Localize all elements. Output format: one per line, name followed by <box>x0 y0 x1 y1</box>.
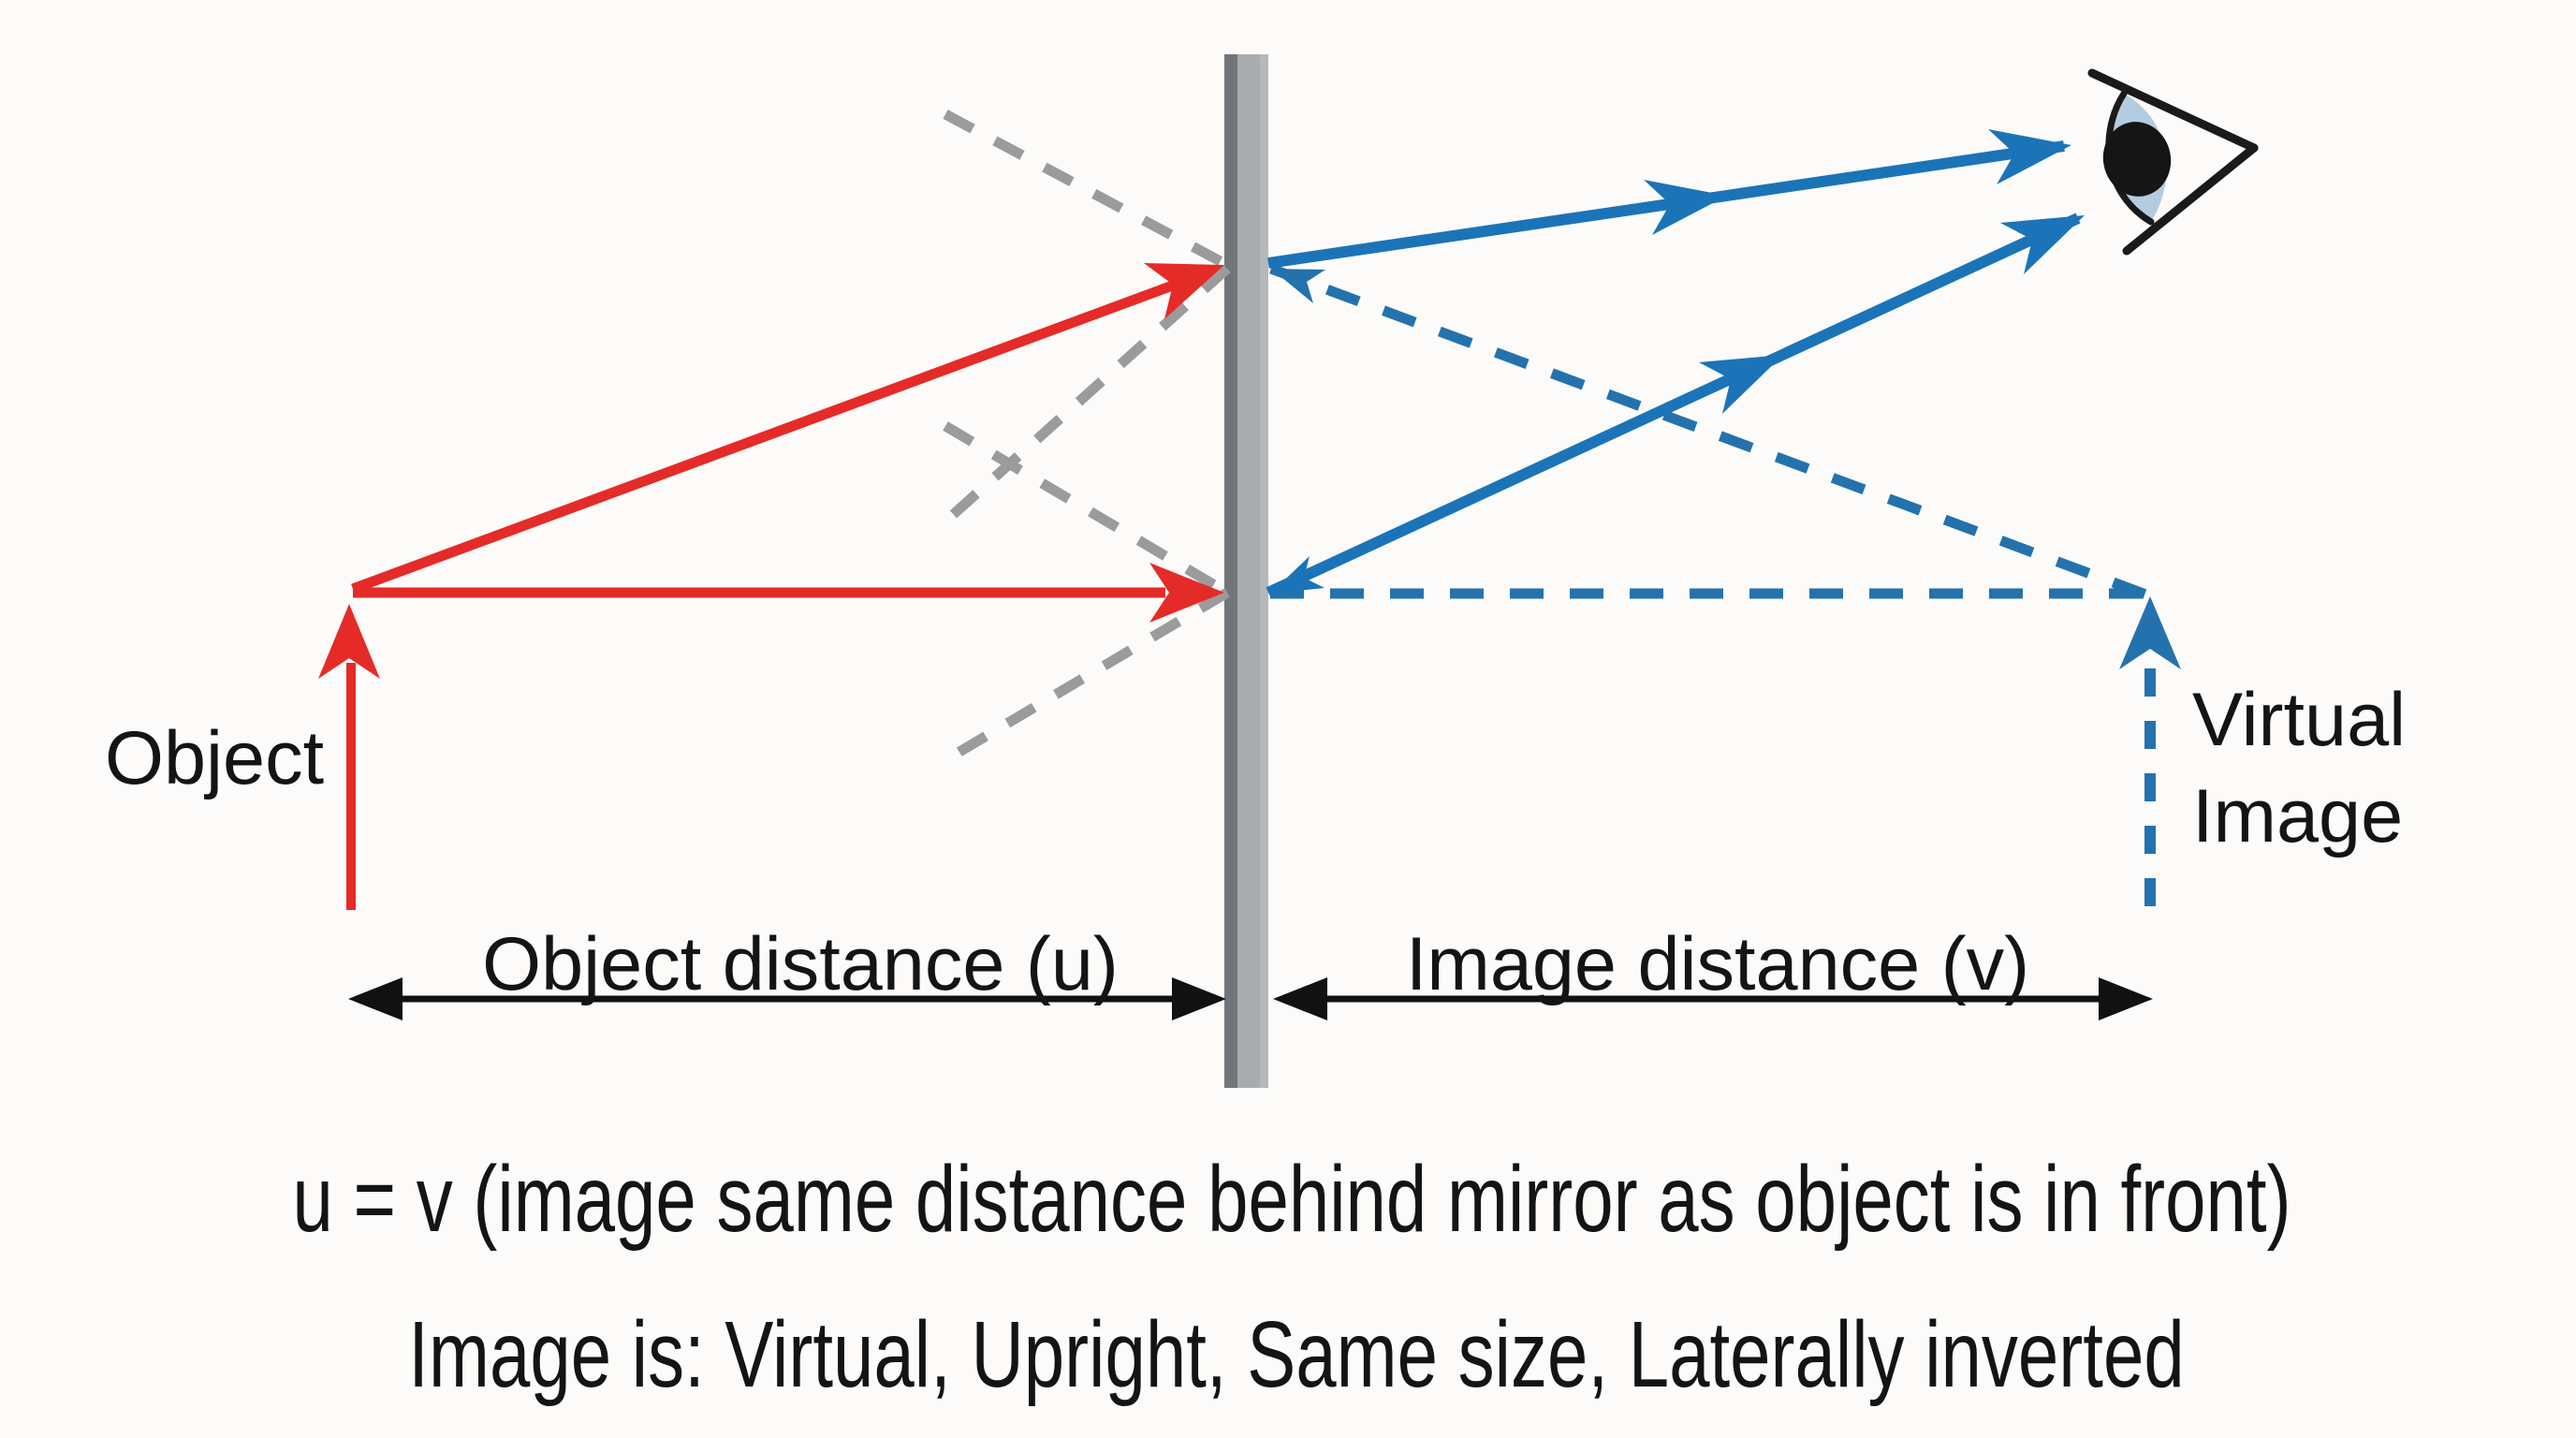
incident-rays <box>351 263 1224 623</box>
eye-upper-lid <box>2087 68 2259 153</box>
reflected-ray-upper <box>1267 140 2065 269</box>
construction-line-upper-incoming <box>943 110 1230 270</box>
image-distance-left-arrowhead <box>1273 977 1327 1020</box>
reflected-ray-lower-end-arrowhead <box>2000 215 2085 274</box>
reflected-ray-lower-mid-arrowhead <box>1699 355 1783 414</box>
object-distance-right-arrowhead <box>1172 977 1226 1020</box>
construction-line-lower-incoming <box>943 421 1230 597</box>
reflected-ray-upper-mid-arrowhead <box>1644 180 1727 235</box>
plane-mirror <box>1224 54 1268 1088</box>
virtual-rays <box>1269 263 2150 601</box>
construction-lines <box>942 110 1231 765</box>
virtual-image-label: Virtual Image <box>2192 672 2406 865</box>
virtual-image-arrow <box>2119 596 2181 906</box>
mirror-body <box>1237 54 1260 1088</box>
construction-line-lower-outgoing <box>943 588 1230 765</box>
virtual-image-label-line1: Virtual <box>2192 678 2407 762</box>
reflected-ray-upper-end-arrowhead <box>1988 129 2071 184</box>
object-distance-left-arrowhead <box>348 977 402 1020</box>
virtual-image-arrow-head <box>2119 596 2181 669</box>
virtual-ray-diagonal <box>1269 263 2150 601</box>
eye-pupil <box>2102 122 2172 197</box>
caption-image-properties: Image is: Virtual, Upright, Same size, L… <box>408 1302 2185 1407</box>
incident-ray-diagonal <box>351 278 1179 594</box>
incident-ray-diagonal-arrowhead <box>1144 263 1224 319</box>
image-distance-label: Image distance (v) <box>1405 922 2030 1006</box>
image-distance-right-arrowhead <box>2099 977 2153 1020</box>
object-label: Object <box>105 716 325 800</box>
eye-lower-lid <box>2122 143 2259 256</box>
object-arrow <box>318 604 380 910</box>
construction-line-upper-outgoing <box>942 264 1231 526</box>
reflected-ray-lower <box>1266 213 2081 598</box>
eye-icon <box>2087 68 2259 256</box>
object-arrow-head <box>318 604 380 679</box>
caption-equation: u = v (image same distance behind mirror… <box>292 1147 2291 1252</box>
virtual-image-label-line2: Image <box>2192 774 2404 858</box>
mirror-front-edge <box>1224 54 1237 1088</box>
reflected-rays <box>1266 129 2085 598</box>
object-distance-label: Object distance (u) <box>482 922 1119 1006</box>
distance-arrows <box>348 977 2153 1020</box>
virtual-ray-diagonal-arrowhead <box>1271 269 1325 303</box>
reflected-ray-lower-start-arrowhead <box>1270 556 1325 594</box>
incident-ray-horizontal-arrowhead <box>1149 563 1224 623</box>
mirror-back-edge <box>1260 54 1268 1088</box>
